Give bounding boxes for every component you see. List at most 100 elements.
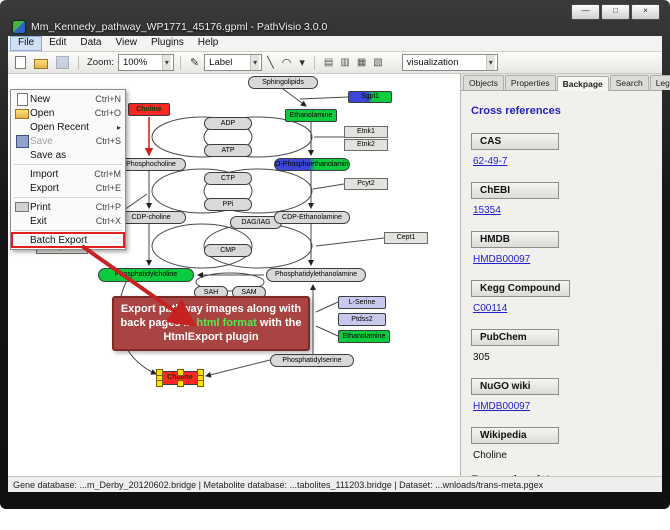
- pathway-node-pcyt2[interactable]: Pcyt2: [344, 178, 388, 190]
- toolbar: Zoom: 100% ▾ ✎ Label ▾ ╲ ◠ ▾ ▤▥▦▧ visual…: [8, 52, 662, 74]
- menubar-item-help[interactable]: Help: [197, 37, 219, 48]
- window-title: Mm_Kennedy_pathway_WP1771_45176.gpml - P…: [31, 21, 328, 33]
- pathway-node-etnk2[interactable]: Etnk2: [344, 139, 388, 151]
- pathway-node-ctp[interactable]: CTP: [204, 172, 252, 185]
- selection-handle[interactable]: [177, 369, 184, 376]
- xref-database-name: HMDB: [471, 231, 559, 248]
- menubar-item-view[interactable]: View: [115, 37, 137, 48]
- selection-handle[interactable]: [197, 380, 204, 387]
- xref-link[interactable]: C00114: [473, 303, 508, 314]
- file-menu-item-save[interactable]: Save Ctrl+S: [11, 134, 125, 148]
- chevron-down-icon[interactable]: ▾: [161, 55, 171, 70]
- pathway-node-ppi[interactable]: PPi: [204, 198, 252, 211]
- pathway-node-cmp[interactable]: CMP: [204, 244, 252, 257]
- xref-link[interactable]: HMDB00097: [473, 254, 531, 265]
- pathway-node-cept1[interactable]: Cept1: [384, 232, 428, 244]
- pathway-node-sgpl1[interactable]: Sgpl1: [348, 91, 392, 103]
- pathway-node-phosphocholine[interactable]: Phosphocholine: [116, 158, 186, 171]
- title-bar[interactable]: Mm_Kennedy_pathway_WP1771_45176.gpml - P…: [0, 0, 670, 36]
- menu-item-label: New: [30, 93, 51, 105]
- expression-data-heading: Expression data: [471, 474, 652, 476]
- tab-properties[interactable]: Properties: [504, 75, 556, 90]
- arc-tool-button[interactable]: ◠: [279, 54, 295, 72]
- xref-link[interactable]: HMDB00097: [473, 401, 531, 412]
- new-file-button[interactable]: [12, 54, 29, 72]
- file-menu-item-export[interactable]: Export Ctrl+E: [11, 181, 125, 195]
- open-folder-icon: [34, 58, 48, 69]
- xref-database-name: PubChem: [471, 329, 559, 346]
- pathway-node-sphingolipids[interactable]: Sphingolipids: [248, 76, 318, 89]
- toolbar-separator: [78, 55, 79, 70]
- side-tabs: ObjectsPropertiesBackpageSearchLegend: [461, 74, 670, 91]
- distribute-vertical-button[interactable]: ▧: [370, 54, 385, 72]
- line-tool-button[interactable]: ╲: [264, 54, 277, 72]
- label-select[interactable]: Label ▾: [204, 54, 263, 71]
- menu-item-shortcut: Ctrl+E: [95, 183, 121, 193]
- pathway-node-cdp-ethanolamine[interactable]: CDP-Ethanolamine: [274, 211, 350, 224]
- menubar-item-data[interactable]: Data: [80, 37, 102, 48]
- selection-handle[interactable]: [156, 380, 163, 387]
- pathway-node-adp[interactable]: ADP: [204, 117, 252, 130]
- chevron-down-icon[interactable]: ▾: [485, 55, 495, 70]
- pathway-node-ptdss2[interactable]: Ptdss2: [338, 313, 386, 326]
- pathway-node-phosphatidylserine[interactable]: Phosphatidylserine: [270, 354, 354, 367]
- pathway-node-o-phosphoethanolamine[interactable]: O-Phosphoethanolamine: [274, 158, 350, 171]
- menubar-item-plugins[interactable]: Plugins: [150, 37, 184, 48]
- menu-item-label: Export: [30, 182, 59, 194]
- pathway-node-phosphatidylethanolamine[interactable]: Phosphatidylethanolamine: [266, 268, 366, 282]
- annotation-callout: Export pathway images along with back pa…: [112, 296, 310, 352]
- maximize-button[interactable]: □: [601, 4, 630, 20]
- pathway-node-cdp-choline[interactable]: CDP-choline: [116, 211, 186, 224]
- tab-legend[interactable]: Legend: [649, 75, 670, 90]
- shapes-dropdown-button[interactable]: ▾: [296, 54, 308, 72]
- edit-pencil-button[interactable]: ✎: [187, 54, 202, 72]
- menu-item-label: Save: [30, 135, 53, 147]
- xref-database-name: Kegg Compound: [471, 280, 570, 297]
- zoom-select[interactable]: 100% ▾: [117, 54, 174, 71]
- pathway-node-ethanolamine[interactable]: Ethanolamine: [338, 330, 390, 343]
- pathway-node-l-serine[interactable]: L-Serine: [338, 296, 386, 309]
- menu-item-shortcut: Ctrl+S: [95, 136, 121, 146]
- align-vertical-button[interactable]: ▥: [337, 54, 352, 72]
- distribute-horizontal-button[interactable]: ▦: [354, 54, 369, 72]
- align-horizontal-button[interactable]: ▤: [321, 54, 336, 72]
- pathway-node-etnk1[interactable]: Etnk1: [344, 126, 388, 138]
- visualization-value: visualization: [406, 57, 459, 68]
- selection-handle[interactable]: [177, 380, 184, 387]
- file-menu-item-save-as[interactable]: Save as: [11, 148, 125, 162]
- file-menu-item-open-recent[interactable]: Open Recent▸: [11, 120, 125, 134]
- tab-backpage[interactable]: Backpage: [556, 76, 609, 91]
- align-horizontal-icon: ▤: [323, 57, 334, 68]
- xref-link[interactable]: 15354: [473, 205, 501, 216]
- tab-search[interactable]: Search: [609, 75, 649, 90]
- alignment-buttons: ▤▥▦▧: [321, 54, 386, 72]
- save-file-button[interactable]: [53, 54, 72, 72]
- status-text: Gene database: ...m_Derby_20120602.bridg…: [13, 479, 544, 490]
- visualization-select[interactable]: visualization ▾: [401, 54, 498, 71]
- xref-value: Choline: [473, 450, 507, 461]
- callout-highlight-text: html format: [196, 316, 257, 329]
- pathway-node-choline[interactable]: Choline: [128, 103, 170, 116]
- close-button[interactable]: ×: [631, 4, 660, 20]
- tab-objects[interactable]: Objects: [463, 75, 504, 90]
- file-menu-item-batch-export[interactable]: Batch Export: [11, 232, 125, 248]
- pathway-node-ethanolamine[interactable]: Ethanolamine: [285, 109, 337, 122]
- open-file-button[interactable]: [31, 54, 51, 72]
- menubar-item-edit[interactable]: Edit: [49, 37, 67, 48]
- menubar-item-file[interactable]: File: [10, 36, 43, 51]
- pathway-node-choline[interactable]: Choline: [156, 369, 204, 387]
- chevron-down-icon[interactable]: ▾: [250, 55, 260, 70]
- minimize-button[interactable]: —: [571, 4, 600, 20]
- xref-link[interactable]: 62-49-7: [473, 156, 508, 167]
- pathway-node-atp[interactable]: ATP: [204, 144, 252, 157]
- app-logo-icon: [12, 20, 26, 34]
- pathway-node-phosphatidylcholine[interactable]: Phosphatidylcholine: [98, 268, 194, 282]
